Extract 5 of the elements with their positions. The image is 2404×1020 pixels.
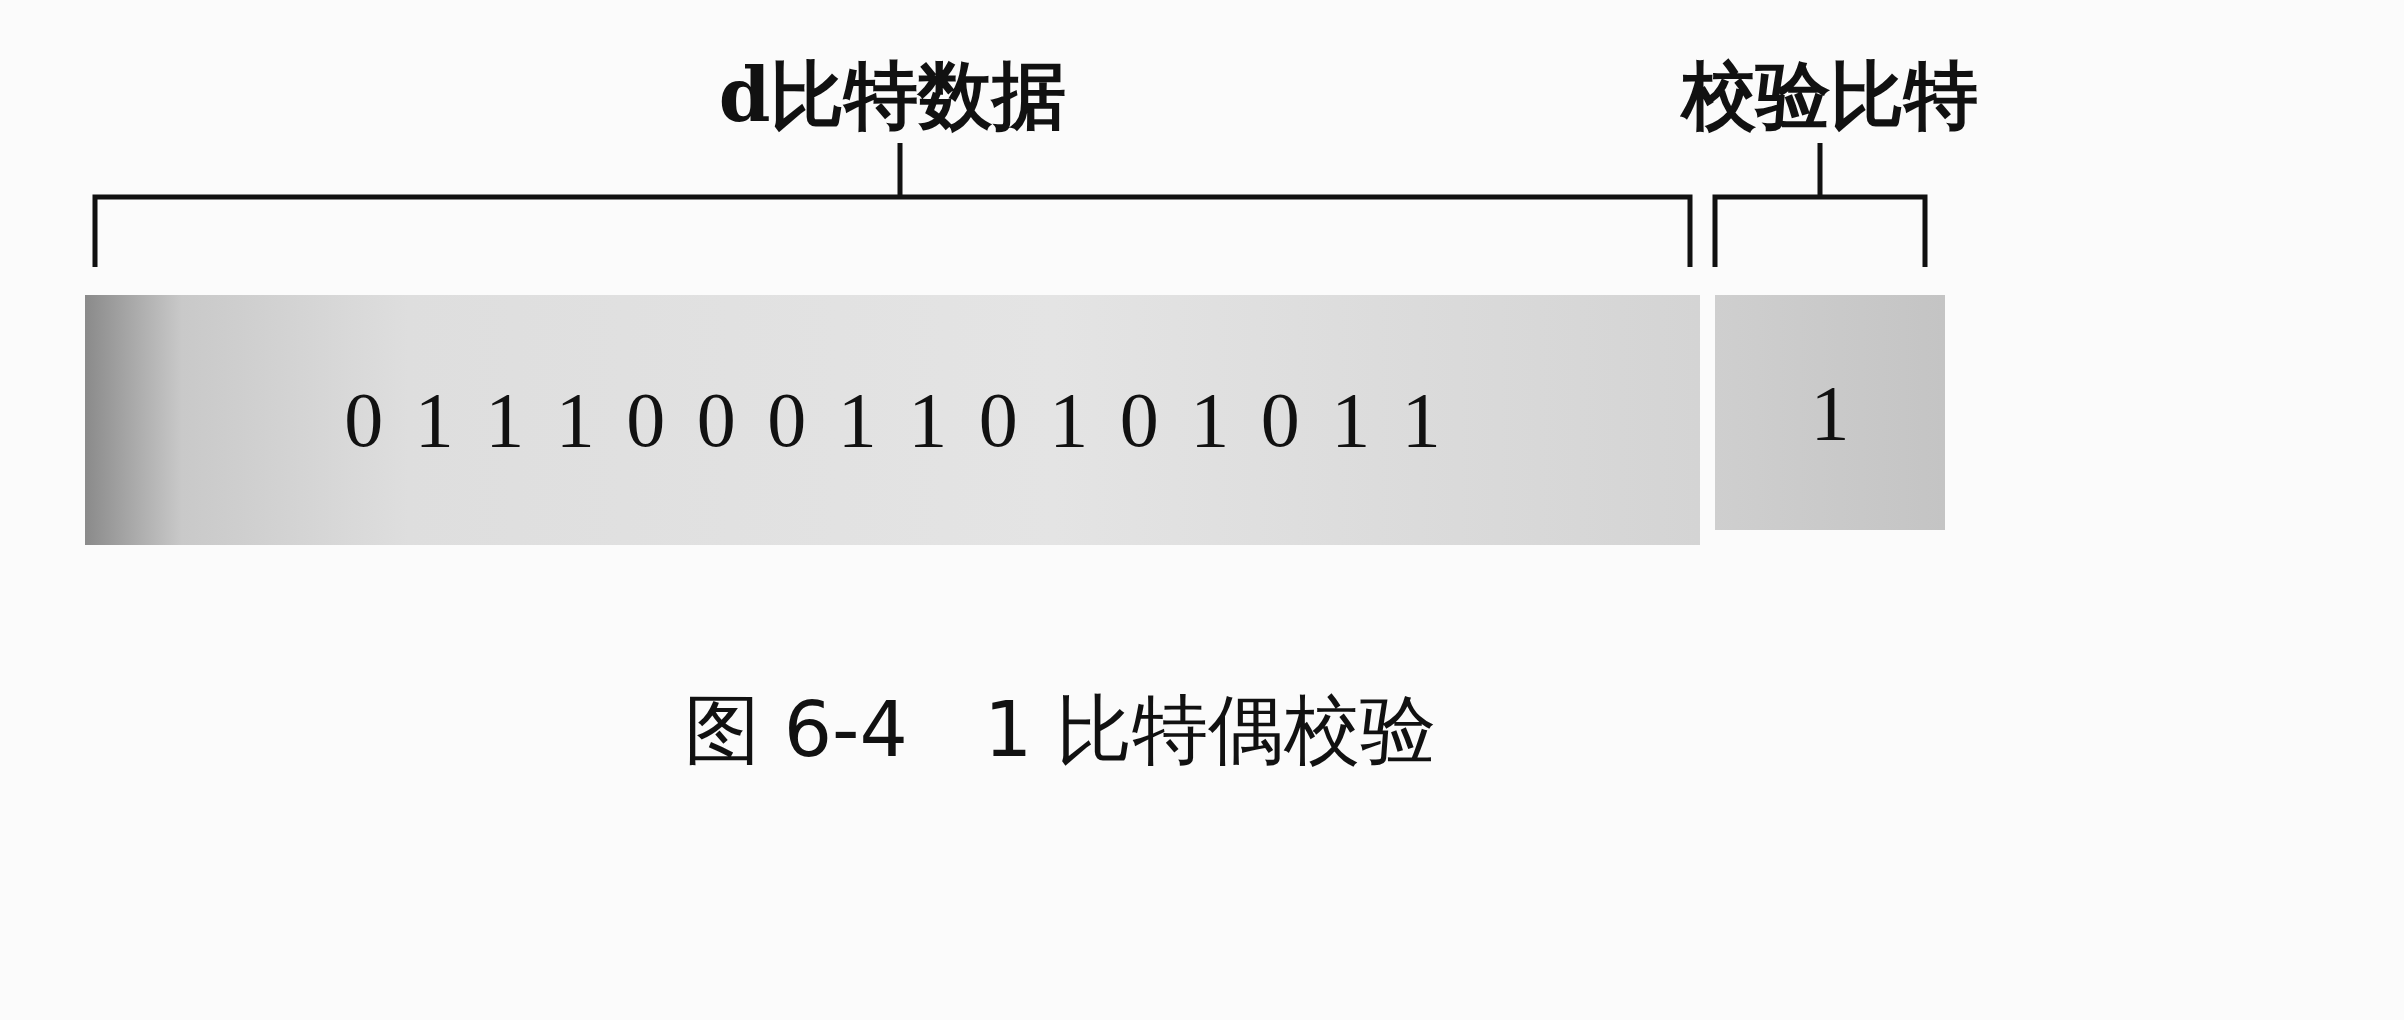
bit-band: 1 bbox=[1715, 295, 1945, 530]
bit-band: 0 1 1 1 0 0 0 1 1 0 1 0 1 0 1 1 bbox=[85, 295, 1700, 545]
heading: 校验比特 bbox=[1682, 51, 1978, 140]
heading: d比特数据 bbox=[718, 51, 1067, 140]
caption: 图 6-4 1 比特偶校验 bbox=[683, 684, 1437, 776]
